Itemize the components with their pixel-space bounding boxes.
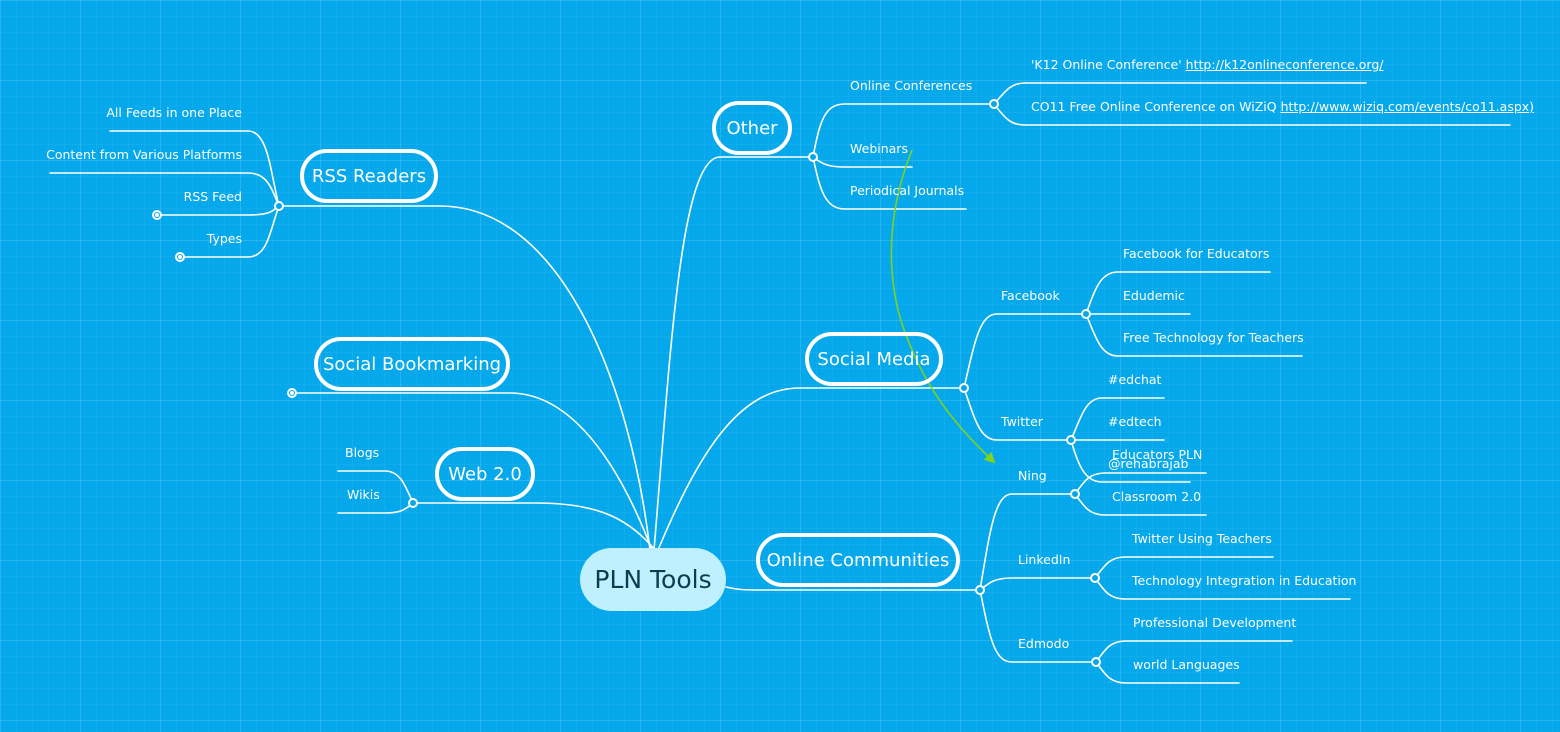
connector-rss-2 <box>49 172 280 207</box>
rss-item-content[interactable]: Content from Various Platforms <box>46 147 242 162</box>
web2-item-wikis[interactable]: Wikis <box>347 487 380 502</box>
connector-central-other <box>653 156 814 551</box>
connector-fb-3 <box>1085 313 1303 357</box>
facebook-item-free-tech[interactable]: Free Technology for Teachers <box>1123 330 1304 345</box>
other-item-webinars[interactable]: Webinars <box>850 141 908 156</box>
connector-conf-2 <box>993 103 1511 126</box>
connector-comm-ning <box>979 493 1076 591</box>
ning-branch-toggle[interactable] <box>1070 489 1080 499</box>
connector-social-facebook <box>963 313 1087 389</box>
conference-co11-link[interactable]: http://www.wiziq.com/events/co11.aspx) <box>1280 99 1535 114</box>
topic-other[interactable]: Other <box>712 101 792 155</box>
rss-item-rss-feed[interactable]: RSS Feed <box>183 189 242 204</box>
community-item-ning[interactable]: Ning <box>1018 468 1047 483</box>
web2-item-blogs[interactable]: Blogs <box>345 445 380 460</box>
social-item-facebook[interactable]: Facebook <box>1001 288 1060 303</box>
conference-k12-link[interactable]: http://k12onlineconference.org/ <box>1185 57 1384 72</box>
linkedin-branch-toggle[interactable] <box>1090 573 1100 583</box>
connector-comm-edmodo <box>979 589 1097 663</box>
rss-branch-toggle[interactable] <box>274 201 284 211</box>
facebook-item-educators[interactable]: Facebook for Educators <box>1123 246 1270 261</box>
relationship-arrow <box>890 149 996 464</box>
connector-rss-4 <box>179 205 280 258</box>
connector-central-communities <box>725 586 981 591</box>
connector-fb-1 <box>1085 271 1271 315</box>
facebook-item-edudemic[interactable]: Edudemic <box>1123 288 1185 303</box>
connector-other-1 <box>812 103 995 158</box>
connector-rss-1 <box>109 130 280 207</box>
connector-central-social <box>657 387 965 551</box>
rss-item-types[interactable]: Types <box>206 231 242 246</box>
topic-web-2[interactable]: Web 2.0 <box>435 447 535 501</box>
connector-web2-1 <box>337 470 414 504</box>
connector-tw-1 <box>1070 397 1165 441</box>
conference-co11: CO11 Free Online Conference on WiZiQ htt… <box>1031 99 1534 115</box>
twitter-item-rehabrajab[interactable]: @rehabrajab <box>1108 456 1189 471</box>
linkedin-item-tech-integration[interactable]: Technology Integration in Education <box>1132 573 1357 588</box>
connector-central-rss <box>279 205 651 551</box>
topic-social-media[interactable]: Social Media <box>805 332 943 386</box>
connector-central-web2 <box>412 502 656 551</box>
central-topic[interactable]: PLN Tools <box>580 548 726 611</box>
ning-item-educators-pln[interactable]: Educators PLN <box>1112 447 1203 462</box>
web2-branch-toggle[interactable] <box>408 498 418 508</box>
edmodo-item-world-languages[interactable]: world Languages <box>1133 657 1240 672</box>
community-item-edmodo[interactable]: Edmodo <box>1018 636 1070 651</box>
other-branch-toggle[interactable] <box>808 152 818 162</box>
connector-central-bookmarking <box>291 392 653 551</box>
connector-ed-2 <box>1095 661 1240 684</box>
twitter-item-edtech[interactable]: #edtech <box>1108 414 1162 429</box>
topic-online-communities[interactable]: Online Communities <box>756 533 960 587</box>
rss-item-all-feeds[interactable]: All Feeds in one Place <box>106 105 242 120</box>
connector-ning-2 <box>1074 493 1207 516</box>
social-item-twitter[interactable]: Twitter <box>1001 414 1043 429</box>
connector-other-3 <box>812 156 967 210</box>
conference-k12-text: 'K12 Online Conference' <box>1031 57 1186 72</box>
topic-social-bookmarking[interactable]: Social Bookmarking <box>314 337 510 391</box>
edmodo-branch-toggle[interactable] <box>1091 657 1101 667</box>
rss-feed-expand-toggle[interactable] <box>152 210 162 220</box>
other-item-online-conferences[interactable]: Online Conferences <box>850 78 973 93</box>
conferences-branch-toggle[interactable] <box>989 99 999 109</box>
social-branch-toggle[interactable] <box>959 383 969 393</box>
twitter-item-edchat[interactable]: #edchat <box>1108 372 1162 387</box>
community-item-linkedin[interactable]: LinkedIn <box>1018 552 1071 567</box>
types-expand-toggle[interactable] <box>175 252 185 262</box>
connector-tw-3 <box>1070 439 1191 483</box>
ning-item-classroom-2[interactable]: Classroom 2.0 <box>1112 489 1202 504</box>
other-item-periodical-journals[interactable]: Periodical Journals <box>850 183 965 198</box>
bookmarking-expand-toggle[interactable] <box>287 388 297 398</box>
twitter-branch-toggle[interactable] <box>1066 435 1076 445</box>
connector-social-twitter <box>963 387 1072 441</box>
conference-k12: 'K12 Online Conference' http://k12online… <box>1031 57 1383 73</box>
linkedin-item-twitter-teachers[interactable]: Twitter Using Teachers <box>1132 531 1272 546</box>
edmodo-item-professional-development[interactable]: Professional Development <box>1133 615 1297 630</box>
topic-rss-readers[interactable]: RSS Readers <box>300 149 438 203</box>
conference-co11-text: CO11 Free Online Conference on WiZiQ <box>1031 99 1281 114</box>
facebook-branch-toggle[interactable] <box>1081 309 1091 319</box>
connector-li-2 <box>1094 577 1351 600</box>
communities-branch-toggle[interactable] <box>975 585 985 595</box>
